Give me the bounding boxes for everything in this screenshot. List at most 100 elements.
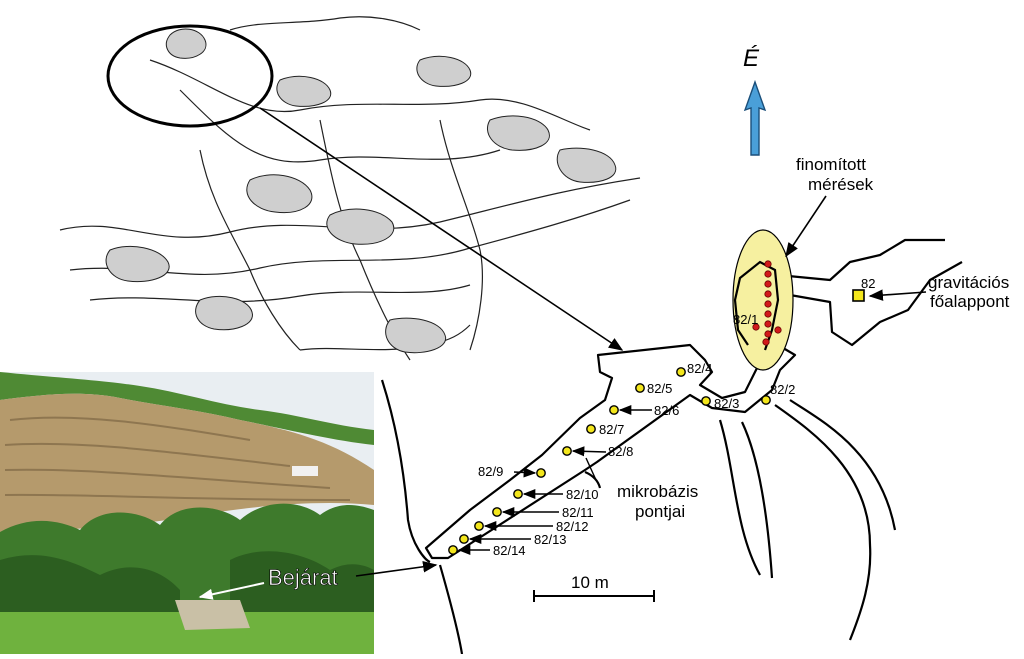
entrance-photo: [0, 372, 374, 654]
overview-pointer-arrow: [259, 107, 624, 351]
photo-rock-face: [0, 393, 374, 532]
point-label-82-14: 82/14: [493, 543, 526, 558]
cave-passage: [179, 89, 501, 163]
cave-chamber: [276, 75, 332, 107]
main-passage-outline: [424, 343, 797, 560]
refined-dot: [764, 320, 772, 328]
north-arrow-icon: [743, 79, 767, 156]
photo-rock-strata: [4, 416, 351, 501]
cave-chamber: [416, 55, 472, 87]
point-label-82-2: 82/2: [770, 382, 795, 397]
entrance-photo-arrow: [198, 582, 265, 600]
micro-point-82-10: [513, 489, 523, 499]
gravity-base-label: 82: [861, 276, 875, 291]
overview-highlight-ellipse: [106, 24, 274, 128]
cave-chamber: [556, 147, 617, 183]
refined-dot: [764, 260, 772, 268]
leader-82-8: [571, 446, 607, 457]
lower-passage-right-wall: [774, 404, 872, 641]
entrance-map-arrow: [355, 561, 438, 577]
micro-label-line1: mikrobázis: [617, 482, 698, 501]
cave-chamber: [385, 317, 447, 354]
entrance-left-wall: [380, 379, 431, 564]
cave-chamber: [326, 208, 395, 245]
gravity-label-line2: főalappont: [930, 292, 1010, 311]
cave-detail-plan: [380, 238, 963, 655]
entrance-label: Bejárat: [268, 565, 338, 590]
chamber-branch-outline: [777, 238, 963, 347]
refined-dot: [764, 330, 772, 338]
cave-chamber: [487, 115, 550, 151]
side-niche-outline: [584, 470, 602, 489]
cave-chamber: [195, 295, 253, 331]
point-label-82-5: 82/5: [647, 381, 672, 396]
refined-callout-arrow: [785, 195, 827, 258]
leader-micro: [585, 457, 597, 481]
micro-point-labels: 82/1 82/2 82/3 82/4 82/5 82/6 82/7 82/8 …: [478, 312, 795, 558]
point-label-82-3: 82/3: [714, 396, 739, 411]
micro-point-82-2: [761, 395, 771, 405]
cave-passage: [89, 284, 471, 303]
entrance-lower-wall: [438, 564, 464, 655]
cave-passage: [439, 119, 483, 351]
refined-dot: [774, 326, 782, 334]
micro-point-82-5: [635, 383, 645, 393]
micro-point-82-6: [609, 405, 619, 415]
refined-dot: [764, 290, 772, 298]
gravity-base-point: [852, 289, 865, 302]
photo-treeline-top: [0, 372, 374, 445]
scale-bar-label: 10 m: [571, 573, 609, 592]
cave-chamber: [105, 245, 170, 283]
north-label: É: [743, 45, 760, 72]
micro-point-82-11: [492, 507, 502, 517]
refined-dot: [764, 270, 772, 278]
gravity-callout-arrow: [868, 289, 927, 301]
upper-right-passage-wall: [789, 399, 897, 531]
refined-measurement-dots: [752, 260, 782, 346]
refined-dot: [764, 310, 772, 318]
cave-chamber: [165, 28, 207, 59]
micro-point-82-4: [676, 367, 686, 377]
micro-point-82-7: [586, 424, 596, 434]
refined-dot: [762, 338, 770, 346]
point-label-82-13: 82/13: [534, 532, 567, 547]
cave-chamber: [246, 174, 313, 214]
point-label-82-4: 82/4: [687, 361, 712, 376]
refined-label-line1: finomított: [796, 155, 866, 174]
point-label-82-11: 82/11: [562, 505, 594, 520]
gravity-label-line1: gravitációs: [928, 273, 1009, 292]
micro-point-82-9: [536, 468, 546, 478]
micro-point-82-14: [448, 545, 458, 555]
point-label-82-1: 82/1: [733, 312, 758, 327]
photo-foliage-dark: [0, 551, 374, 620]
cave-passage: [229, 16, 421, 31]
micro-point-82-13: [459, 534, 469, 544]
point-label-82-7: 82/7: [599, 422, 624, 437]
refined-label-line2: mérések: [808, 175, 874, 194]
micro-point-82-3: [701, 396, 711, 406]
lower-passage-center-wall: [741, 421, 774, 579]
refined-chamber-outline: [733, 260, 780, 351]
photo-building: [292, 466, 318, 476]
point-label-82-9: 82/9: [478, 464, 503, 479]
point-label-82-6: 82/6: [654, 403, 679, 418]
photo-path: [175, 600, 250, 630]
point-label-82-12: 82/12: [556, 519, 589, 534]
refined-dot: [764, 300, 772, 308]
cave-overview-map: [59, 16, 641, 361]
lower-passage-left-wall: [718, 419, 761, 576]
refined-dot: [752, 323, 760, 331]
cave-passage: [199, 149, 301, 351]
micro-base-points: [448, 367, 771, 555]
point-leader-arrows: [457, 404, 652, 556]
point-label-82-10: 82/10: [566, 487, 599, 502]
north-arrow: É: [743, 45, 767, 156]
micro-label-line2: pontjai: [635, 502, 685, 521]
leader-82-9: [513, 467, 537, 478]
point-label-82-8: 82/8: [608, 444, 633, 459]
refined-measurement-zone: [732, 229, 794, 371]
refined-dot: [764, 280, 772, 288]
cave-passage: [149, 59, 591, 131]
